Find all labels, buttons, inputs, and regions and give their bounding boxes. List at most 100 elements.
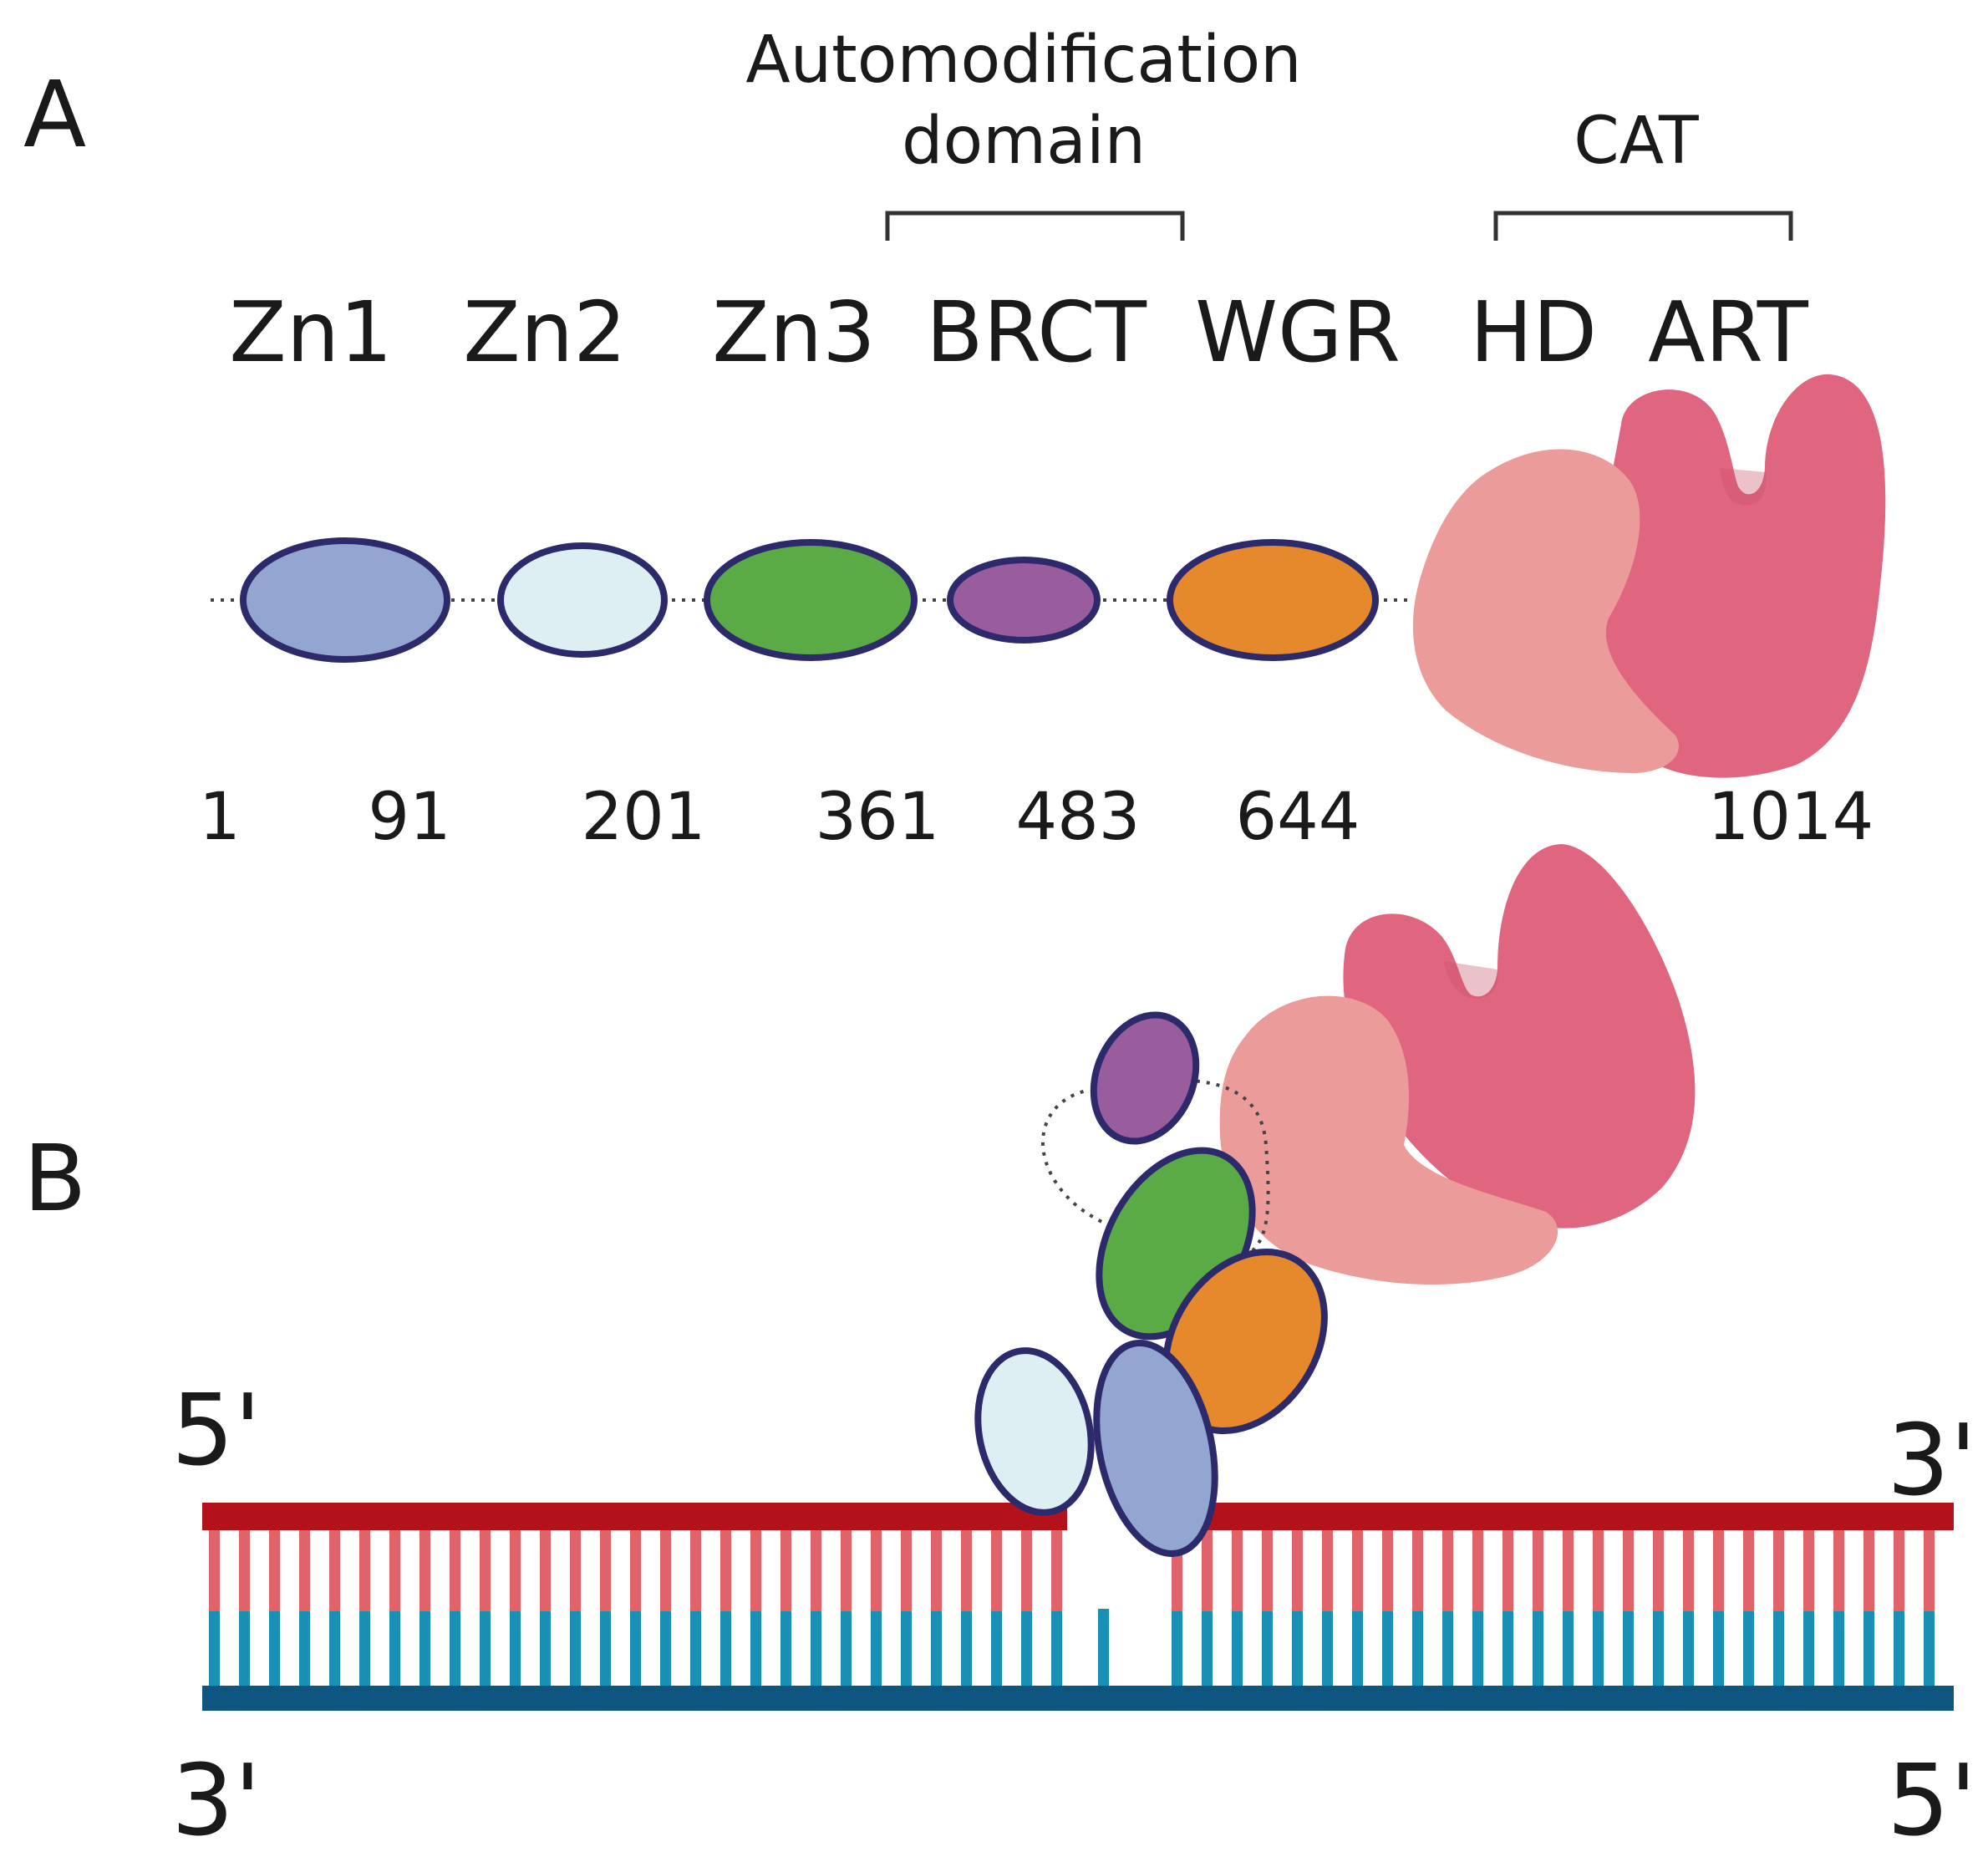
panel-label-a: A — [23, 61, 86, 168]
top-base — [1743, 1528, 1754, 1613]
cat-bracket — [1493, 211, 1793, 241]
top-base — [1563, 1528, 1574, 1613]
bottom-base — [1713, 1611, 1724, 1688]
top-base — [780, 1528, 791, 1613]
art-subdomain — [1594, 374, 1886, 778]
bottom-base — [419, 1611, 430, 1688]
top-base — [1292, 1528, 1303, 1613]
bottom-base — [1773, 1611, 1784, 1688]
brct-domain-bound — [1090, 1011, 1200, 1145]
bottom-base — [1322, 1611, 1333, 1688]
automodification-bracket — [885, 211, 1185, 241]
top-base — [1713, 1528, 1724, 1613]
top-base — [1202, 1528, 1213, 1613]
position-1: 1 — [199, 780, 241, 855]
domain-label-hd: HD — [1470, 283, 1597, 381]
panel-label-b: B — [23, 1125, 86, 1232]
top-base — [750, 1528, 761, 1613]
bottom-base — [871, 1611, 882, 1688]
top-base — [1593, 1528, 1604, 1613]
bottom-base — [690, 1611, 701, 1688]
bottom-base — [480, 1611, 491, 1688]
bottom-base — [660, 1611, 671, 1688]
top-strand-left — [202, 1503, 1067, 1530]
domain-label-brct: BRCT — [926, 283, 1147, 381]
top-base — [1051, 1528, 1062, 1613]
automodification-label: Automodification — [745, 23, 1301, 98]
unpaired-base — [1098, 1609, 1109, 1688]
top-base — [811, 1528, 821, 1613]
art-cleft-shade — [1720, 468, 1767, 506]
bottom-base — [750, 1611, 761, 1688]
bottom-base — [1924, 1611, 1935, 1688]
top-base — [690, 1528, 701, 1613]
parp1-bound-complex — [974, 844, 1696, 1557]
top-base — [1803, 1528, 1814, 1613]
bottom-base — [1593, 1611, 1604, 1688]
dna-bottom-right-end: 5' — [1887, 1743, 1977, 1857]
bottom-base — [329, 1611, 340, 1688]
bottom-base — [570, 1611, 581, 1688]
bottom-base — [1833, 1611, 1844, 1688]
bottom-base — [209, 1611, 220, 1688]
top-base — [1894, 1528, 1904, 1613]
bottom-base — [299, 1611, 310, 1688]
bottom-base — [841, 1611, 852, 1688]
zn2-domain-bound — [974, 1347, 1095, 1516]
top-base — [389, 1528, 400, 1613]
top-base — [329, 1528, 340, 1613]
bottom-base — [630, 1611, 641, 1688]
top-base — [660, 1528, 671, 1613]
art-subdomain-bound — [1343, 844, 1696, 1229]
bottom-base — [901, 1611, 912, 1688]
position-201: 201 — [582, 780, 706, 855]
bottom-base — [1292, 1611, 1303, 1688]
top-base — [630, 1528, 641, 1613]
bottom-strand-rungs — [209, 1609, 1935, 1688]
bottom-base — [540, 1611, 551, 1688]
position-644: 644 — [1236, 780, 1360, 855]
top-base — [871, 1528, 882, 1613]
top-base — [901, 1528, 912, 1613]
bottom-base — [1472, 1611, 1483, 1688]
bottom-base — [1382, 1611, 1393, 1688]
bottom-base — [239, 1611, 250, 1688]
top-base — [961, 1528, 972, 1613]
bottom-base — [1653, 1611, 1664, 1688]
top-base — [1382, 1528, 1393, 1613]
domain-label-art: ART — [1648, 283, 1809, 381]
dna-bottom-left-end: 3' — [171, 1743, 262, 1857]
bottom-base — [991, 1611, 1002, 1688]
bottom-base — [1262, 1611, 1273, 1688]
top-base — [450, 1528, 460, 1613]
top-base — [1412, 1528, 1423, 1613]
bottom-strand — [202, 1686, 1954, 1711]
bottom-base — [1623, 1611, 1634, 1688]
position-1014: 1014 — [1708, 780, 1874, 855]
bottom-base — [1051, 1611, 1062, 1688]
top-strand-right — [1182, 1503, 1954, 1530]
hd-subdomain-bound — [1219, 995, 1558, 1285]
bottom-base — [1863, 1611, 1874, 1688]
bottom-base — [1894, 1611, 1904, 1688]
top-base — [239, 1528, 250, 1613]
wgr-domain — [1167, 539, 1379, 661]
top-base — [600, 1528, 611, 1613]
top-base — [1533, 1528, 1543, 1613]
top-base — [931, 1528, 942, 1613]
bottom-base — [1021, 1611, 1032, 1688]
top-base — [1623, 1528, 1634, 1613]
position-483: 483 — [1016, 780, 1141, 855]
top-base — [1262, 1528, 1273, 1613]
zn2-domain — [497, 542, 668, 658]
bottom-base — [1502, 1611, 1513, 1688]
top-base — [720, 1528, 731, 1613]
top-base — [359, 1528, 370, 1613]
bottom-base — [1442, 1611, 1453, 1688]
top-base — [1863, 1528, 1874, 1613]
top-base — [991, 1528, 1002, 1613]
dna-duplex — [202, 1503, 1954, 1711]
brct-domain — [947, 557, 1101, 644]
top-base — [1322, 1528, 1333, 1613]
dna-top-right-end: 3' — [1887, 1402, 1977, 1518]
